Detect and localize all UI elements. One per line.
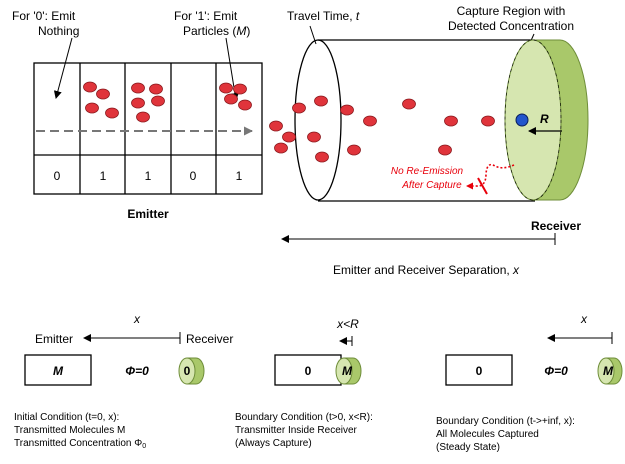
cond1-box-value: M [53,364,64,378]
cond1-receiver-cylinder [178,357,205,385]
cond1-distance-label: x [133,312,141,326]
cond2-caption-line3: (Always Capture) [235,438,312,449]
channel-particles [269,95,495,163]
bit-2: 1 [145,169,152,183]
label-one-line1: For '1': Emit [174,9,238,23]
emitter-caption: Emitter [127,207,169,221]
cond3-caption-line3: (Steady State) [436,442,500,453]
cond3-receiver-cylinder [597,357,623,385]
channel-cylinder [294,39,535,202]
emitter-slots [33,62,263,195]
cond3-box-value: 0 [476,364,483,378]
cond1-caption-line3: Transmitted Concentration Φ0 [14,438,146,450]
bit-3: 0 [190,169,197,183]
cond2-caption-line2: Transmitter Inside Receiver [235,425,358,436]
condition-boundary-inside: x<R 0 M Boundary Condition (t>0, x<R): T… [235,317,373,449]
bit-1: 1 [100,169,107,183]
cond3-distance-label: x [580,312,588,326]
cond3-phi: Φ=0 [544,364,568,378]
reemission-path [466,163,515,190]
cond3-cyl-value: M [603,364,614,378]
separation-label: Emitter and Receiver Separation, x [333,263,520,277]
cond2-transmitter-box [274,354,342,386]
capture-region-line2: Detected Concentration [448,19,574,33]
cond2-distance-label: x<R [336,317,359,331]
cond2-caption-line1: Boundary Condition (t>0, x<R): [235,412,373,423]
radius-label: R [540,112,549,126]
label-one-line2: Particles (M) [183,24,250,38]
cond3-transmitter-box [445,354,513,386]
emitter-particles [83,81,252,123]
cond2-box-value: 0 [305,364,312,378]
condition-steady-state: x 0 Φ=0 M Boundary Condition (t->+inf, x… [436,312,623,453]
label-zero-pointer [53,37,73,99]
cond3-caption-line1: Boundary Condition (t->+inf, x): [436,416,575,427]
cond3-caption-line2: All Molecules Captured [436,429,539,440]
label-zero-line2: Nothing [38,24,79,38]
cond2-cyl-value: M [342,364,353,378]
label-zero-line1: For '0': Emit [12,9,76,23]
bit-4: 1 [236,169,243,183]
cond1-transmitter-box [24,354,92,386]
condition-initial: x Emitter Receiver M Φ=0 0 Initial Condi… [14,312,233,450]
capture-region [504,39,589,201]
blocked-mark [477,177,488,195]
cond1-caption-line1: Initial Condition (t=0, x): [14,412,119,423]
receiver-caption: Receiver [531,219,581,233]
cond1-receiver-label: Receiver [186,332,233,346]
cond2-receiver-cylinder [335,357,362,385]
cond1-phi: Φ=0 [125,364,149,378]
no-reemission-line1: No Re-Emission [391,166,464,177]
cond1-caption-line2: Transmitted Molecules M [14,425,125,436]
receiver-center-dot [515,113,529,127]
travel-time-label: Travel Time, t [287,9,360,23]
cond1-emitter-label: Emitter [35,332,73,346]
bit-0: 0 [54,169,61,183]
capture-region-line1: Capture Region with [457,4,566,18]
no-reemission-line2: After Capture [401,180,462,191]
cond1-cyl-value: 0 [184,364,191,378]
